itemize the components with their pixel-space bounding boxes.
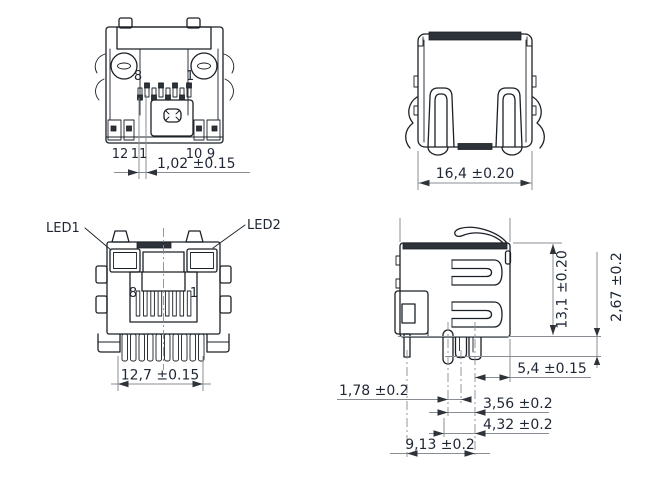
led-housing-side [394,290,429,335]
latch-spring [454,226,508,244]
jack-cavity [129,251,198,323]
arrowhead [549,244,557,254]
dim-height: 13,1 ±0.20 [549,244,571,335]
shield-top-edge [428,31,522,41]
bottom-view-body [94,17,235,144]
jack-contacts [135,290,192,317]
rear-view-body [405,31,545,156]
arrowhead [475,409,486,416]
arrowhead [146,169,157,176]
led1-leader-line [84,227,112,251]
dim-pin-span-label: 9,13 ±0.2 [405,437,475,453]
bottom-view-dimension-pitch: 1,02 ±0.15 [114,95,250,179]
dim-pin-pitch-c-label: 4,32 ±0.2 [483,417,553,433]
pin8-label: 8 [134,69,142,84]
pin-row-upper [144,82,192,98]
arrowhead [433,430,444,437]
mount-boss-right [190,52,218,80]
pin10-label: 10 [186,147,203,162]
center-post-housing [150,99,194,137]
spring-tower-right [495,87,523,148]
led1-window [109,248,141,273]
rear-view: 16,4 ±0.20 [405,31,545,190]
arrowhead [499,374,510,381]
arrowhead [464,450,475,457]
arrowhead [475,374,486,381]
led2-window [186,248,218,273]
side-view-pins [403,329,482,365]
emi-spring-hooks [94,53,235,101]
dim-standoff-label: 2,67 ±0.2 [609,252,625,322]
ground-spring-left [405,96,418,149]
spring-tower-left [427,87,455,148]
dim-pin-pitch-label: 1,02 ±0.15 [157,156,236,172]
pin11-label: 11 [131,147,148,162]
shield-spring-upper [451,259,503,286]
arrowhead [520,179,531,187]
side-view-body [394,218,512,365]
arrowhead [475,430,486,437]
arrowhead [419,179,430,187]
side-view: 13,1 ±0.20 2,67 ±0.2 5,4 ±0.15 1,78 ±0.2 [337,218,625,457]
arrowhead [593,328,601,337]
shield-spring-lower [451,301,503,328]
pin9-label: 9 [207,147,215,162]
comb-teeth [121,333,205,362]
arrowhead [407,450,418,457]
led2-label: LED2 [247,218,281,233]
arrowhead [461,396,472,403]
dim-pin-pitch-c: 4,32 ±0.2 [429,417,553,437]
led2-leader-line [212,224,246,249]
dim-body-width-label: 16,4 ±0.20 [436,166,515,182]
pin12-label: 12 [112,147,129,162]
dim-pin-span: 9,13 ±0.2 [390,437,490,457]
led1-label: LED1 [46,221,80,236]
dim-front-width-label: 12,7 ±0.15 [121,368,200,384]
front-pin1-label: 1 [190,286,198,301]
pin1-label: 1 [186,69,194,84]
arrowhead [118,380,129,388]
solder-feet [107,119,221,141]
side-view-dimensions: 13,1 ±0.20 2,67 ±0.2 5,4 ±0.15 1,78 ±0.2 [337,242,625,457]
front-pin8-label: 8 [129,286,137,301]
dim-standoff: 2,67 ±0.2 [593,252,625,368]
front-view: LED1 LED2 8 1 12,7 ±0.15 [46,218,281,391]
rear-view-dimension-width: 16,4 ±0.20 [417,151,533,190]
dim-pin-to-edge-label: 5,4 ±0.15 [517,361,587,377]
dim-pin-pitch-a: 1,78 ±0.2 [337,383,472,403]
front-view-dimension-width: 12,7 ±0.15 [111,356,211,391]
arrowhead [549,325,557,335]
anti-rotation-post [163,108,182,123]
front-view-body [95,228,232,370]
arrowhead [437,396,448,403]
dim-pin-pitch-b-label: 3,56 ±0.2 [483,396,553,412]
dim-pin-to-edge: 5,4 ±0.15 [475,361,591,381]
bottom-flange [97,333,230,353]
dim-pin-pitch-b: 3,56 ±0.2 [429,396,553,416]
mount-boss-left [110,52,138,80]
arrowhead [593,356,601,365]
arrowhead [192,380,203,388]
ground-spring-right [532,96,545,149]
arrowhead [437,409,448,416]
bottom-view: 1,02 ±0.15 8 1 12 11 10 9 [94,17,250,179]
dim-pin-pitch-a-label: 1,78 ±0.2 [339,383,409,399]
dim-height-label: 13,1 ±0.20 [555,250,571,329]
arrowhead [128,169,139,176]
